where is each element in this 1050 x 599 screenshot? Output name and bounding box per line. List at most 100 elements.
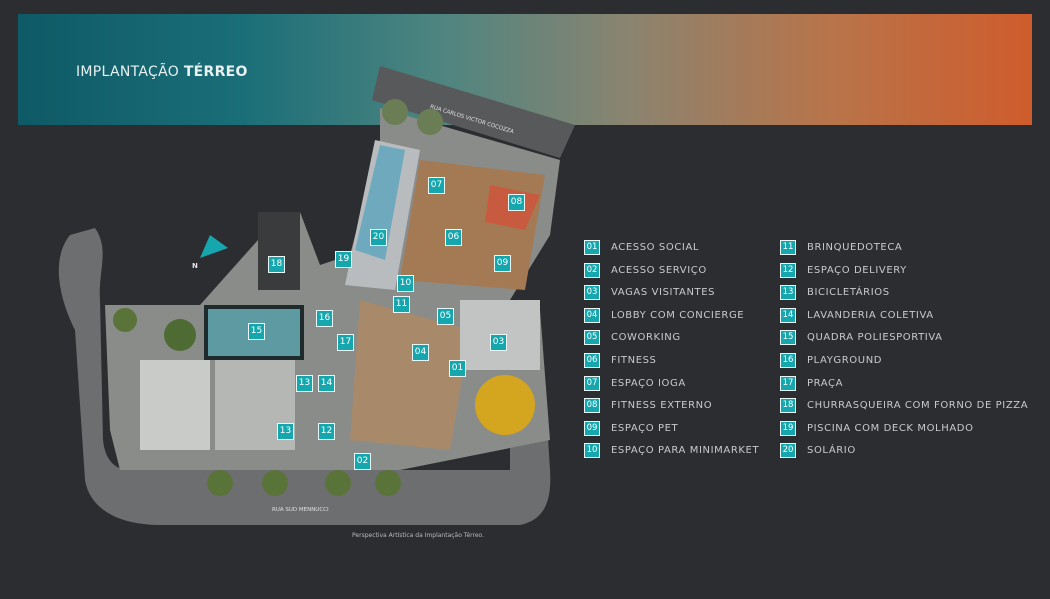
legend-item: 15 QUADRA POLIESPORTIVA: [780, 330, 943, 346]
legend-item: 20 SOLÁRIO: [780, 443, 856, 459]
legend-number: 13: [780, 285, 796, 301]
legend-label: ACESSO SERVIÇO: [611, 264, 707, 276]
legend-number: 11: [780, 240, 796, 255]
legend-item: 03 VAGAS VISITANTES: [584, 285, 716, 301]
legend-item: 11 BRINQUEDOTECA: [780, 240, 902, 255]
legend-label: BICICLETÁRIOS: [807, 287, 890, 299]
map-marker-02[interactable]: 02: [354, 453, 371, 470]
legend-label: VAGAS VISITANTES: [611, 287, 716, 299]
map-marker-19[interactable]: 19: [335, 251, 352, 268]
legend-label: ESPAÇO IOGA: [611, 377, 686, 389]
lobby-area: [350, 300, 470, 450]
legend-label: ESPAÇO PARA MINIMARKET: [611, 445, 760, 457]
bbq-area: [258, 212, 300, 290]
map-marker-13a[interactable]: 13: [296, 375, 313, 392]
legend-label: CHURRASQUEIRA COM FORNO DE PIZZA: [807, 400, 1029, 412]
legend-number: 02: [584, 262, 600, 278]
legend-number: 16: [780, 353, 796, 368]
map-marker-04[interactable]: 04: [412, 344, 429, 361]
legend-item: 05 COWORKING: [584, 330, 681, 346]
legend-label: PRAÇA: [807, 377, 844, 389]
legend-item: 12 ESPAÇO DELIVERY: [780, 262, 907, 278]
legend-number: 20: [780, 443, 796, 459]
pool: [355, 145, 405, 260]
map-marker-03[interactable]: 03: [490, 334, 507, 351]
legend-number: 10: [584, 443, 600, 459]
legend-number: 07: [584, 375, 600, 391]
legend-number: 03: [584, 285, 600, 301]
map-marker-05[interactable]: 05: [437, 308, 454, 325]
map-marker-01[interactable]: 01: [449, 360, 466, 377]
caption: Perspectiva Artística da Implantação Tér…: [352, 532, 485, 539]
legend-label: PISCINA COM DECK MOLHADO: [807, 422, 974, 434]
legend-item: 19 PISCINA COM DECK MOLHADO: [780, 420, 974, 436]
map-marker-14[interactable]: 14: [318, 375, 335, 392]
legend-label: ESPAÇO PET: [611, 422, 679, 434]
legend-number: 17: [780, 375, 796, 391]
legend-label: FITNESS EXTERNO: [611, 400, 713, 412]
map-marker-18[interactable]: 18: [268, 256, 285, 273]
legend-item: 13 BICICLETÁRIOS: [780, 285, 890, 301]
header-banner: [18, 14, 1032, 125]
compass-north-label: N: [192, 262, 198, 270]
legend-label: QUADRA POLIESPORTIVA: [807, 332, 943, 344]
legend-label: PLAYGROUND: [807, 355, 883, 366]
legend-item: 01 ACESSO SOCIAL: [584, 240, 699, 255]
page-title: IMPLANTAÇÃO TÉRREO: [76, 64, 248, 80]
legend-number: 08: [584, 398, 600, 414]
map-marker-10[interactable]: 10: [397, 275, 414, 292]
map-marker-09[interactable]: 09: [494, 255, 511, 272]
legend-number: 06: [584, 353, 600, 368]
map-marker-15[interactable]: 15: [248, 323, 265, 340]
legend-number: 04: [584, 307, 600, 323]
legend-number: 09: [584, 420, 600, 436]
legend-item: 07 ESPAÇO IOGA: [584, 375, 686, 391]
legend-label: SOLÁRIO: [807, 445, 856, 457]
map-marker-13b[interactable]: 13: [277, 423, 294, 440]
tree: [417, 109, 443, 135]
legend-item: 08 FITNESS EXTERNO: [584, 398, 713, 414]
tree: [207, 470, 233, 496]
tree: [164, 319, 196, 351]
map-marker-07[interactable]: 07: [428, 177, 445, 194]
tree: [382, 99, 408, 125]
legend-number: 12: [780, 262, 796, 278]
legend-label: COWORKING: [611, 332, 681, 344]
map-marker-16[interactable]: 16: [316, 310, 333, 327]
map-marker-20[interactable]: 20: [370, 229, 387, 246]
legend-label: LAVANDERIA COLETIVA: [807, 309, 934, 321]
map-marker-06[interactable]: 06: [445, 229, 462, 246]
legend-item: 06 FITNESS: [584, 353, 657, 368]
map-marker-08[interactable]: 08: [508, 194, 525, 211]
compass-arrow-icon: [200, 235, 228, 258]
legend-label: BRINQUEDOTECA: [807, 242, 903, 253]
legend-item: 17 PRAÇA: [780, 375, 844, 391]
road-bottom: [58, 228, 551, 525]
parking-area: [140, 360, 210, 450]
map-marker-12[interactable]: 12: [318, 423, 335, 440]
legend-item: 14 LAVANDERIA COLETIVA: [780, 307, 934, 323]
tree: [325, 470, 351, 496]
map-marker-11[interactable]: 11: [393, 296, 410, 313]
tree: [113, 308, 137, 332]
legend-number: 01: [584, 240, 600, 255]
legend-label: ESPAÇO DELIVERY: [807, 264, 907, 276]
legend-number: 15: [780, 330, 796, 346]
legend-number: 05: [584, 330, 600, 346]
legend-number: 19: [780, 420, 796, 436]
legend-label: ACESSO SOCIAL: [611, 242, 700, 253]
legend-item: 16 PLAYGROUND: [780, 353, 882, 368]
legend-item: 09 ESPAÇO PET: [584, 420, 679, 436]
tree: [262, 470, 288, 496]
map-marker-17[interactable]: 17: [337, 334, 354, 351]
legend-item: 10 ESPAÇO PARA MINIMARKET: [584, 443, 760, 459]
yellow-tree-cluster: [475, 375, 535, 435]
tree: [375, 470, 401, 496]
road-top: [372, 66, 575, 158]
legend-label: FITNESS: [611, 355, 657, 366]
legend-item: 02 ACESSO SERVIÇO: [584, 262, 707, 278]
legend-number: 14: [780, 307, 796, 323]
